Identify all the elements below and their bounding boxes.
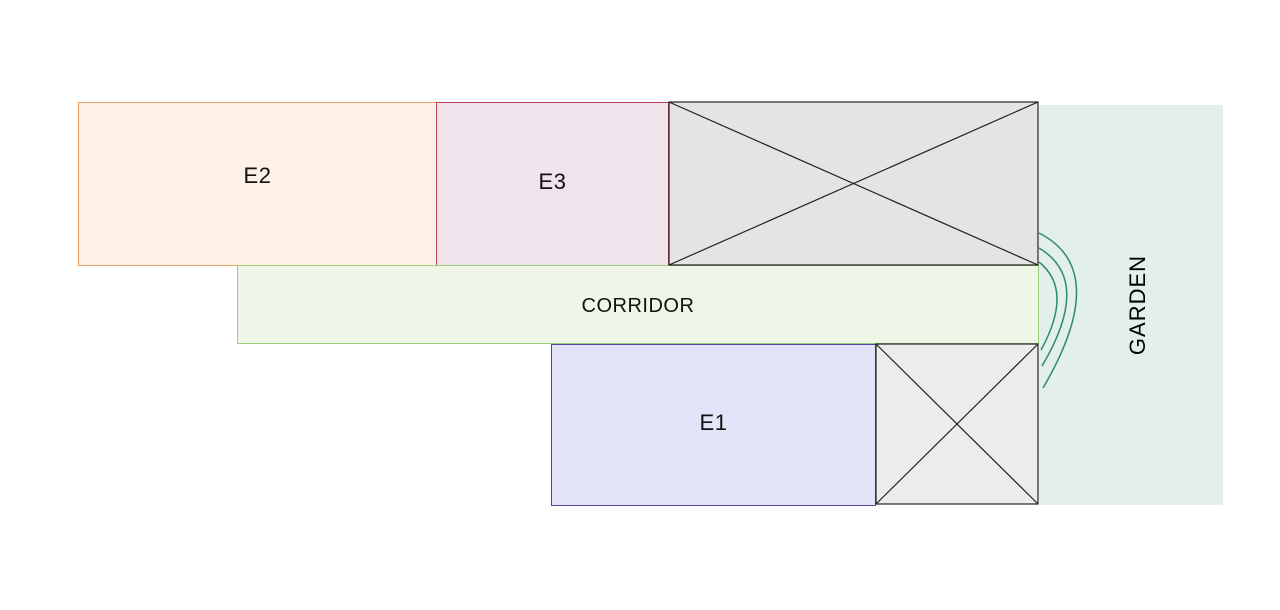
crossed-box-icon — [668, 101, 1039, 266]
room-e3: E3 — [436, 102, 669, 266]
room-e2-label: E2 — [243, 163, 272, 188]
crossed-box-icon — [875, 343, 1039, 505]
corridor-area: CORRIDOR — [237, 265, 1039, 344]
garden-area: GARDEN — [1039, 105, 1223, 505]
corridor-label: CORRIDOR — [581, 295, 695, 317]
room-e3-label: E3 — [538, 169, 567, 194]
garden-label: GARDEN — [1125, 254, 1150, 356]
room-e2: E2 — [78, 102, 437, 266]
room-e1: E1 — [551, 344, 876, 506]
room-e1-label: E1 — [699, 410, 728, 435]
